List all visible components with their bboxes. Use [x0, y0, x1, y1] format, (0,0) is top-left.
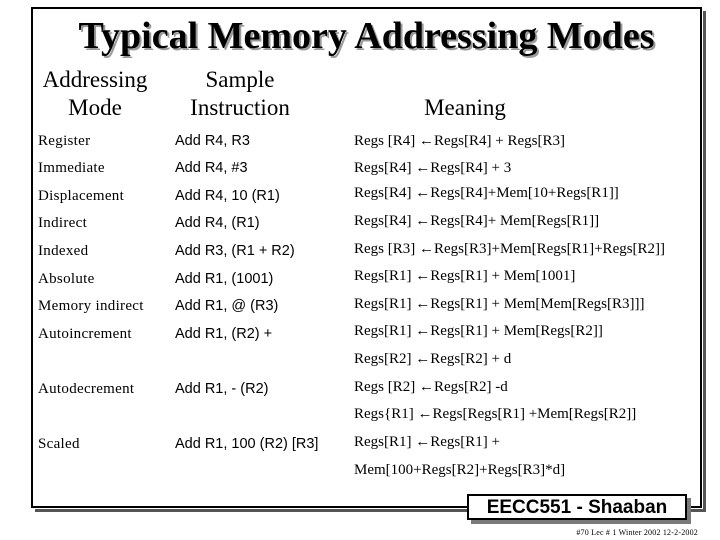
slide-title: Typical Memory Addressing Modes [78, 15, 655, 57]
meaning-cell: Regs[R1] ←Regs[R1] + Mem[Regs[R2]] [354, 323, 603, 339]
header-mode-line1: Addressing [42, 67, 148, 92]
meaning-cell: Regs [R3] ←Regs[R3]+Mem[Regs[R1]+Regs[R2… [354, 241, 666, 257]
meaning-cell: Regs [R4] ←Regs[R4] + Regs[R3] [354, 133, 565, 149]
meaning-cell: Regs [R2] ←Regs[R2] -d [354, 379, 508, 395]
meaning-cell-line2: Regs[R2] ←Regs[R2] + d [354, 351, 512, 367]
meaning-cell-line2: Regs{R1] ←Regs[Regs[R1] +Mem[Regs[R2]] [354, 406, 637, 422]
instruction-cell: Add R1, (R2) + [175, 326, 273, 342]
instruction-cell: Add R1, @ (R3) [175, 298, 279, 314]
mode-cell: Displacement [38, 188, 125, 204]
header-instruction: Sample Instruction [175, 66, 305, 122]
meaning-cell: Regs[R1] ←Regs[R1] + [354, 434, 500, 450]
instruction-cell: Add R3, (R1 + R2) [175, 243, 295, 259]
course-badge: EECC551 - Shaaban [467, 494, 687, 520]
mode-cell: Autodecrement [38, 381, 135, 397]
slide-footer: #70 Lec # 1 Winter 2002 12-2-2002 [576, 528, 698, 537]
instruction-cell: Add R4, R3 [175, 133, 250, 149]
mode-cell: Memory indirect [38, 298, 144, 314]
slide-frame [31, 7, 702, 508]
instruction-cell: Add R1, (1001) [175, 271, 274, 287]
slide-frame-shadow [35, 11, 706, 512]
header-instruction-line2: Instruction [190, 95, 290, 120]
meaning-cell-line2: Mem[100+Regs[R2]+Regs[R3]*d] [354, 462, 566, 478]
mode-cell: Absolute [38, 271, 95, 287]
instruction-cell: Add R4, #3 [175, 160, 248, 176]
instruction-cell: Add R4, (R1) [175, 215, 260, 231]
header-meaning: Meaning [424, 95, 506, 120]
mode-cell: Indexed [38, 243, 89, 259]
meaning-cell: Regs[R1] ←Regs[R1] + Mem[1001] [354, 268, 576, 284]
meaning-cell: Regs[R4] ←Regs[R4]+ Mem[Regs[R1]] [354, 213, 600, 229]
meaning-cell: Regs[R1] ←Regs[R1] + Mem[Mem[Regs[R3]]] [354, 296, 645, 312]
mode-cell: Immediate [38, 160, 105, 176]
instruction-cell: Add R1, - (R2) [175, 381, 269, 397]
header-instruction-line1: Sample [205, 67, 275, 92]
mode-cell: Register [38, 133, 91, 149]
header-mode: Addressing Mode [36, 66, 154, 122]
header-mode-line2: Mode [68, 95, 122, 120]
meaning-cell: Regs[R4] ←Regs[R4] + 3 [354, 160, 512, 176]
meaning-cell: Regs[R4] ←Regs[R4]+Mem[10+Regs[R1]] [354, 185, 619, 201]
instruction-cell: Add R4, 10 (R1) [175, 188, 280, 204]
instruction-cell: Add R1, 100 (R2) [R3] [175, 436, 319, 452]
mode-cell: Indirect [38, 215, 88, 231]
mode-cell: Autoincrement [38, 326, 132, 342]
mode-cell: Scaled [38, 436, 80, 452]
